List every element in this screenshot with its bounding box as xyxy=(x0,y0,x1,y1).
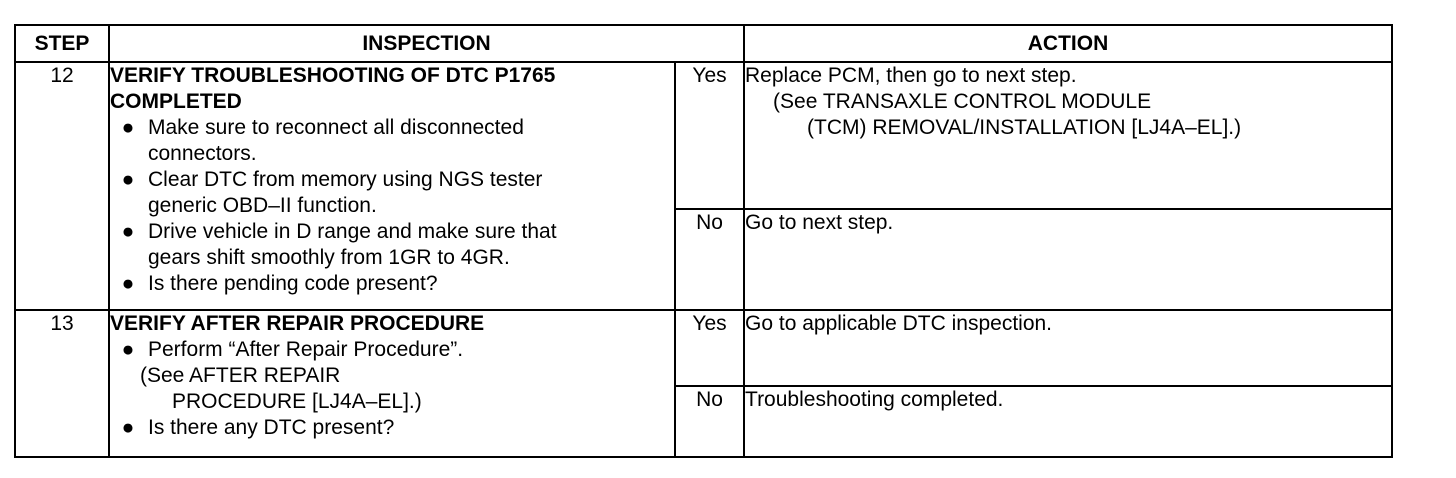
reference-text: PROCEDURE [LJ4A–EL].) xyxy=(172,389,422,413)
bullet-icon: ● xyxy=(121,116,135,140)
diagnostic-table: STEP INSPECTION ACTION 12 VERIFY TROUBLE… xyxy=(14,23,1394,459)
bullet-icon: ● xyxy=(121,337,135,361)
step-number: 12 xyxy=(14,61,110,311)
step-number: 13 xyxy=(14,308,110,459)
no-action: Troubleshooting completed. xyxy=(743,385,1394,458)
inspection-cell: VERIFY AFTER REPAIR PROCEDURE ● Perform … xyxy=(108,308,676,459)
table-row: No Go to next step. xyxy=(15,208,1394,311)
reference-text: (See AFTER REPAIR xyxy=(140,363,341,387)
list-item: ● Clear DTC from memory using NGS tester… xyxy=(110,167,674,219)
no-label: No xyxy=(673,208,746,311)
header-step: STEP xyxy=(14,23,110,64)
bullet-icon: ● xyxy=(121,415,135,439)
table-row: 13 VERIFY AFTER REPAIR PROCEDURE ● Perfo… xyxy=(14,308,1394,459)
inspection-bullets: ● Make sure to reconnect all disconnecte… xyxy=(110,115,674,297)
list-item: ● Is there pending code present? xyxy=(110,271,674,297)
list-item: ● Is there any DTC present? xyxy=(110,415,674,441)
list-item: ● Make sure to reconnect all disconnecte… xyxy=(110,115,674,167)
bullet-icon: ● xyxy=(121,220,135,244)
inspection-bullets: ● Is there any DTC present? xyxy=(110,415,674,441)
list-item: ● Perform “After Repair Procedure”. xyxy=(110,337,674,363)
yes-label: Yes xyxy=(673,308,746,388)
no-action: Go to next step. xyxy=(743,208,1394,311)
table-row: No Troubleshooting completed. xyxy=(15,385,1394,458)
bullet-icon: ● xyxy=(121,168,135,192)
header-row: STEP INSPECTION ACTION xyxy=(14,23,1394,64)
inspection-cell: VERIFY TROUBLESHOOTING OF DTC P1765 COMP… xyxy=(108,61,676,311)
inspection-bullets: ● Perform “After Repair Procedure”. xyxy=(110,337,674,363)
header-inspection: INSPECTION xyxy=(107,23,746,64)
yes-action: Go to applicable DTC inspection. xyxy=(743,308,1394,388)
yes-label: Yes xyxy=(673,61,746,211)
inspection-title: VERIFY TROUBLESHOOTING OF DTC P1765 COMP… xyxy=(110,64,556,114)
bullet-icon: ● xyxy=(121,272,135,296)
yes-action: Replace PCM, then go to next step. (See … xyxy=(743,61,1394,211)
table-row: 12 VERIFY TROUBLESHOOTING OF DTC P1765 C… xyxy=(14,61,1394,311)
header-action: ACTION xyxy=(743,23,1394,64)
no-label: No xyxy=(673,385,746,458)
inspection-title: VERIFY AFTER REPAIR PROCEDURE xyxy=(110,311,485,335)
list-item: ● Drive vehicle in D range and make sure… xyxy=(110,219,674,271)
